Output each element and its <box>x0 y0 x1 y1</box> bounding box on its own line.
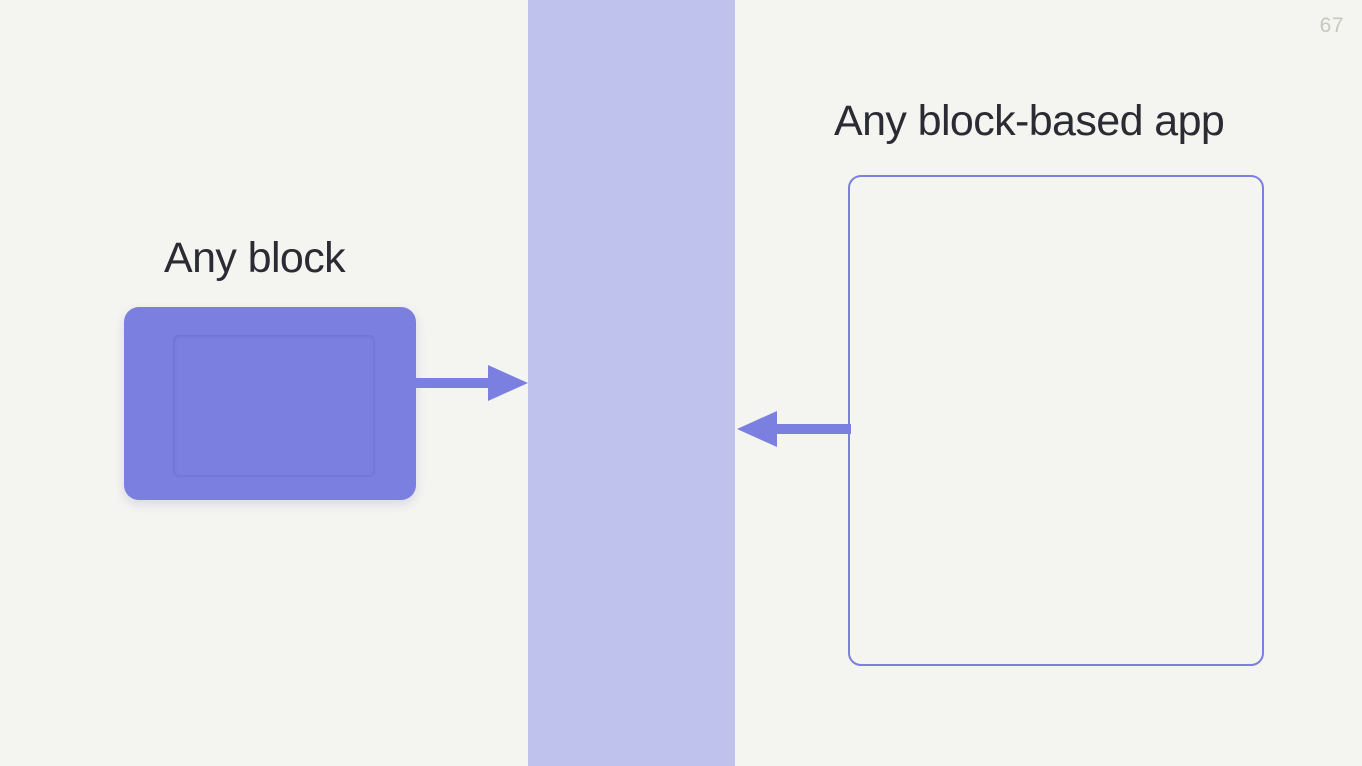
arrow-left-icon <box>737 411 851 447</box>
page-number: 67 <box>1319 14 1344 37</box>
any-block-inner-inset <box>173 335 375 477</box>
any-block-shape <box>124 307 416 500</box>
arrow-right-icon <box>414 365 528 401</box>
page-title-any-block: Any block <box>164 234 346 282</box>
app-frame-shape <box>848 175 1264 666</box>
center-band <box>528 0 735 766</box>
page-title-any-block-based-app: Any block-based app <box>834 97 1225 145</box>
